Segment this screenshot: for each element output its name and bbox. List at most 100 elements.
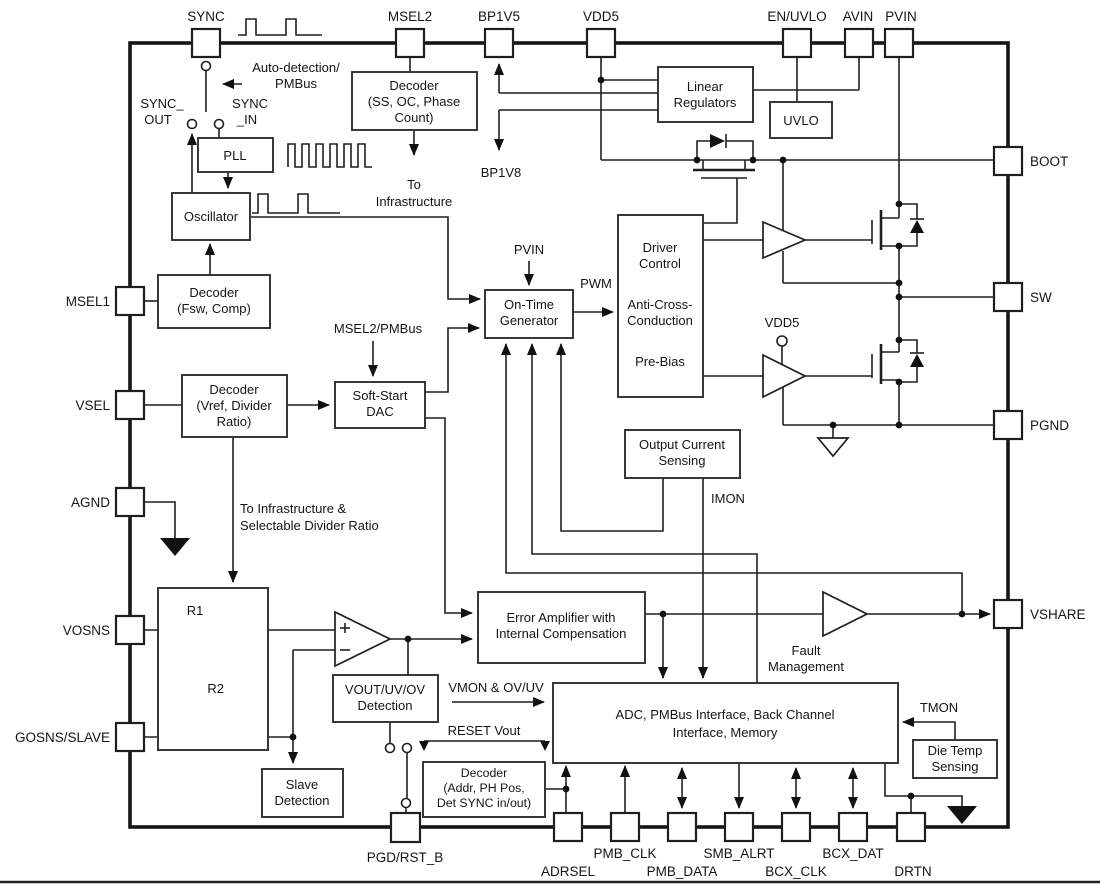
decoder-vref-l3: Ratio) [217,414,252,429]
slave-det-l2: Detection [275,793,330,808]
pgd-terminal [400,797,412,809]
sync-out-terminal [186,118,198,130]
r2-label: R2 [207,681,224,696]
driver-l2: Control [639,256,681,271]
ls-body-diode [910,354,924,367]
pin-en-uvlo-label: EN/UVLO [767,9,826,24]
soft-start-l2: DAC [366,404,393,419]
pll-block [197,137,274,173]
voutdet-terminal-b [401,742,413,754]
decoder-fsw-l2: (Fsw, Comp) [177,301,251,316]
pin-vdd5-label: VDD5 [583,9,619,24]
pin-msel1 [114,285,146,317]
vdd5-int-label: VDD5 [765,315,800,330]
oscillator-block [171,192,251,241]
osc-to-ontime-wire [250,216,481,304]
decoder-addr-block [422,761,546,818]
pin-vshare [992,598,1024,630]
pin-gosns [114,721,146,753]
adc-feedback-wire [527,343,758,683]
decoder-vref-block [181,374,288,438]
pin-drtn [895,811,927,843]
pin-vsel [114,389,146,421]
ocs-l2: Sensing [659,453,706,468]
pin-msel2 [394,27,426,59]
error-amp-l1: Error Amplifier with [506,610,615,625]
decoder-fsw-block [157,274,271,329]
slave-det-block [261,768,344,818]
pin-pvin [883,27,915,59]
pin-pmb-clk-label: PMB_CLK [593,846,656,861]
decoder-ss-l1: Decoder [389,78,439,93]
pin-sync [190,27,222,59]
decoder-ss-block [351,71,478,131]
pin-bcx-dat-label: BCX_DAT [822,846,883,861]
bp1v8-label: BP1V8 [481,165,521,180]
decoder-ss-l3: Count) [394,110,433,125]
pass-diode [710,134,725,148]
pin-avin [843,27,875,59]
pin-pgd-label: PGD/RST_B [367,850,444,865]
imon-label: IMON [711,491,745,506]
dac-ontime-wire [425,323,480,393]
error-amp-opamp [334,610,392,668]
pin-smb-alrt [723,811,755,843]
auto-detect-l1: Auto-detection/ [252,60,340,75]
pin-boot-label: BOOT [1030,154,1068,169]
decoder-addr-l2: (Addr, PH Pos, [443,781,524,795]
vmon-label: VMON & OV/UV [448,680,544,695]
driver-l3: Anti-Cross- [627,297,692,312]
pin-en-uvlo [781,27,813,59]
pwm-label: PWM [580,276,612,291]
infra-divider-l2: Selectable Divider Ratio [240,518,379,533]
die-temp-l1: Die Temp [928,743,983,758]
pin-drtn-label: DRTN [894,864,931,879]
pin-sw-label: SW [1030,290,1052,305]
osc-waveform [252,193,340,214]
slave-det-l1: Slave [286,777,319,792]
pin-pgnd-label: PGND [1030,418,1069,433]
on-time-block [484,289,574,339]
adc-block [552,682,899,764]
driver-control-block [617,214,704,398]
pin-smb-alrt-label: SMB_ALRT [703,846,774,861]
pins [114,27,1024,844]
pin-bcx-dat [837,811,869,843]
uvlo-block [769,101,833,139]
ls-diode-wire-a [899,339,918,353]
fault-l2: Management [768,659,844,674]
driver-l4: Conduction [627,313,693,328]
vdd5-terminal [776,335,788,347]
agnd-wire [144,501,176,538]
pll-waveform [287,143,372,168]
fault-l1: Fault [792,643,821,658]
pin-vosns-label: VOSNS [63,623,110,638]
pvin-int-label: PVIN [514,242,544,257]
pin-bcx-clk-label: BCX_CLK [765,864,827,879]
drtn-wire [884,763,963,806]
reset-vout-label: RESET Vout [448,723,521,738]
sync-waveform [238,18,322,36]
vshare-feedback-wire [501,343,963,614]
pin-pgd [389,811,422,844]
decoder-addr-l1: Decoder [461,766,507,780]
pin-bcx-clk [780,811,812,843]
to-infra-l1: To [407,177,421,192]
ocs-feedback-wire [556,343,664,532]
decoder-vref-l2: (Vref, Divider [196,398,272,413]
sync-pole-terminal [200,60,212,72]
auto-detect-l2: PMBus [275,76,317,91]
r1-label: R1 [187,603,204,618]
drtn-ground-icon [947,806,977,824]
sync-out-l1: SYNC_ [140,96,184,111]
ls-diode-wire-b [899,367,918,383]
die-temp-l2: Sensing [932,759,979,774]
decoder-addr-l3: Det SYNC in/out) [437,796,531,810]
error-amp-l2: Internal Compensation [496,626,627,641]
switch-terminals [186,60,788,809]
msel2-pmbus-label: MSEL2/PMBus [334,321,423,336]
ls-driver-buffer [762,353,807,399]
divider-block [157,587,269,751]
